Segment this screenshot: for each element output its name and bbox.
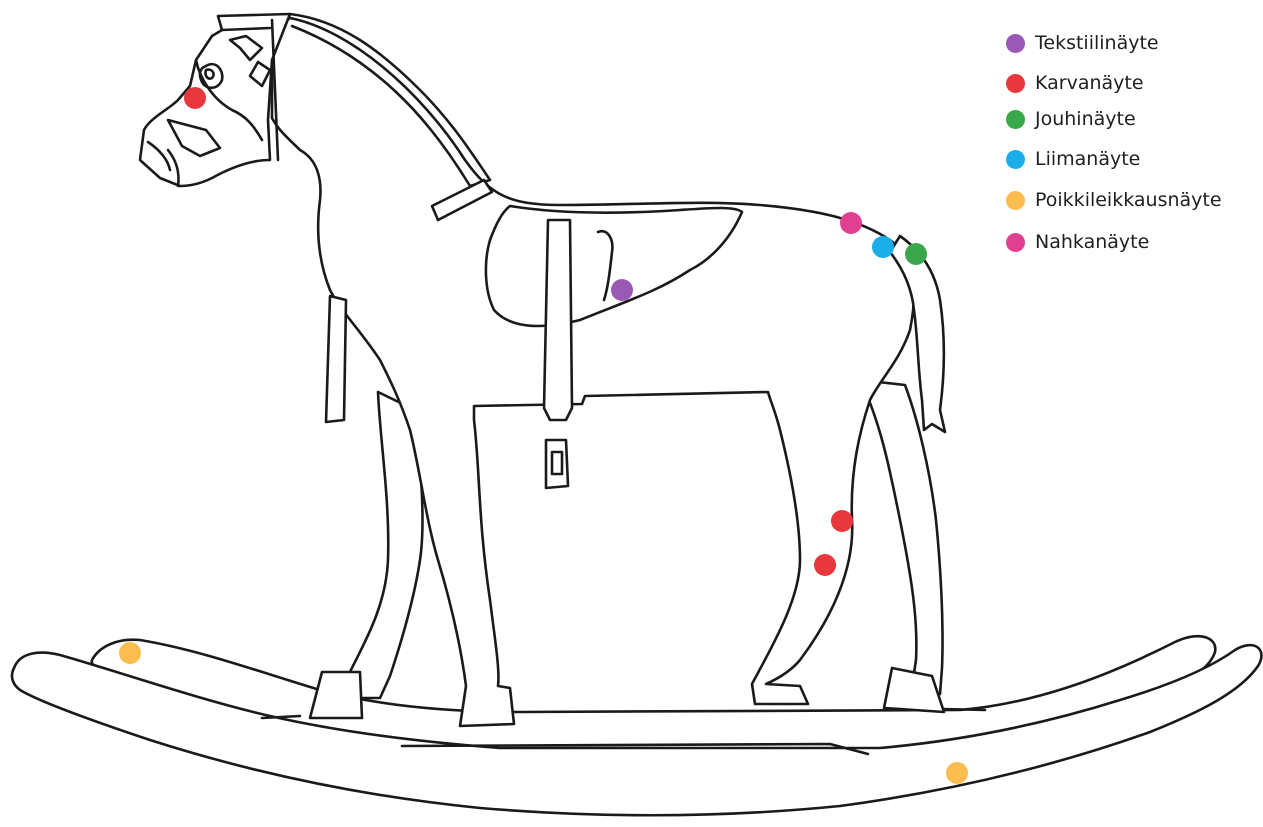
legend-label: Poikkileikkausnäyte <box>1035 189 1222 211</box>
nahka-sample-croup <box>840 212 862 234</box>
karva-sample-hind-leg-lower <box>814 554 836 576</box>
legend-item-nahka: Nahkanäyte <box>1006 229 1149 255</box>
legend-label: Karvanäyte <box>1035 72 1144 94</box>
jouhi-sample-tail <box>905 243 927 265</box>
legend-item-liima: Liimanäyte <box>1006 146 1140 172</box>
legend-dot-icon <box>1006 191 1025 210</box>
legend-label: Liimanäyte <box>1035 148 1140 170</box>
legend-item-poikkileikkaus: Poikkileikkausnäyte <box>1006 187 1222 213</box>
rocker-base <box>12 636 1261 815</box>
tekstiili-sample-saddle <box>611 279 633 301</box>
liima-sample-tail-base <box>872 236 894 258</box>
legend-dot-icon <box>1006 150 1025 169</box>
far-front-hoof <box>310 672 362 718</box>
legend-dot-icon <box>1006 74 1025 93</box>
legend-item-karva: Karvanäyte <box>1006 70 1144 96</box>
poikkileikkaus-sample-rocker-bottom <box>946 762 968 784</box>
far-front-leg <box>342 392 423 698</box>
legend-dot-icon <box>1006 110 1025 129</box>
horse-body <box>140 14 945 726</box>
stirrup <box>546 440 568 488</box>
legend-label: Nahkanäyte <box>1035 231 1149 253</box>
legend-item-tekstiili: Tekstiilinäyte <box>1006 30 1159 56</box>
karva-sample-hind-leg-upper <box>831 510 853 532</box>
legend-dot-icon <box>1006 34 1025 53</box>
neck-strap <box>326 296 346 422</box>
horse-torso-and-neck <box>272 18 914 726</box>
legend-dot-icon <box>1006 233 1025 252</box>
poikkileikkaus-sample-rocker-left <box>119 642 141 664</box>
karva-sample-head <box>184 87 206 109</box>
legend-item-jouhi: Jouhinäyte <box>1006 106 1136 132</box>
girth-strap <box>544 220 572 420</box>
legend-label: Jouhinäyte <box>1035 108 1136 130</box>
far-hind-leg <box>860 380 943 694</box>
legend-label: Tekstiilinäyte <box>1035 32 1159 54</box>
horse-head <box>140 14 290 186</box>
